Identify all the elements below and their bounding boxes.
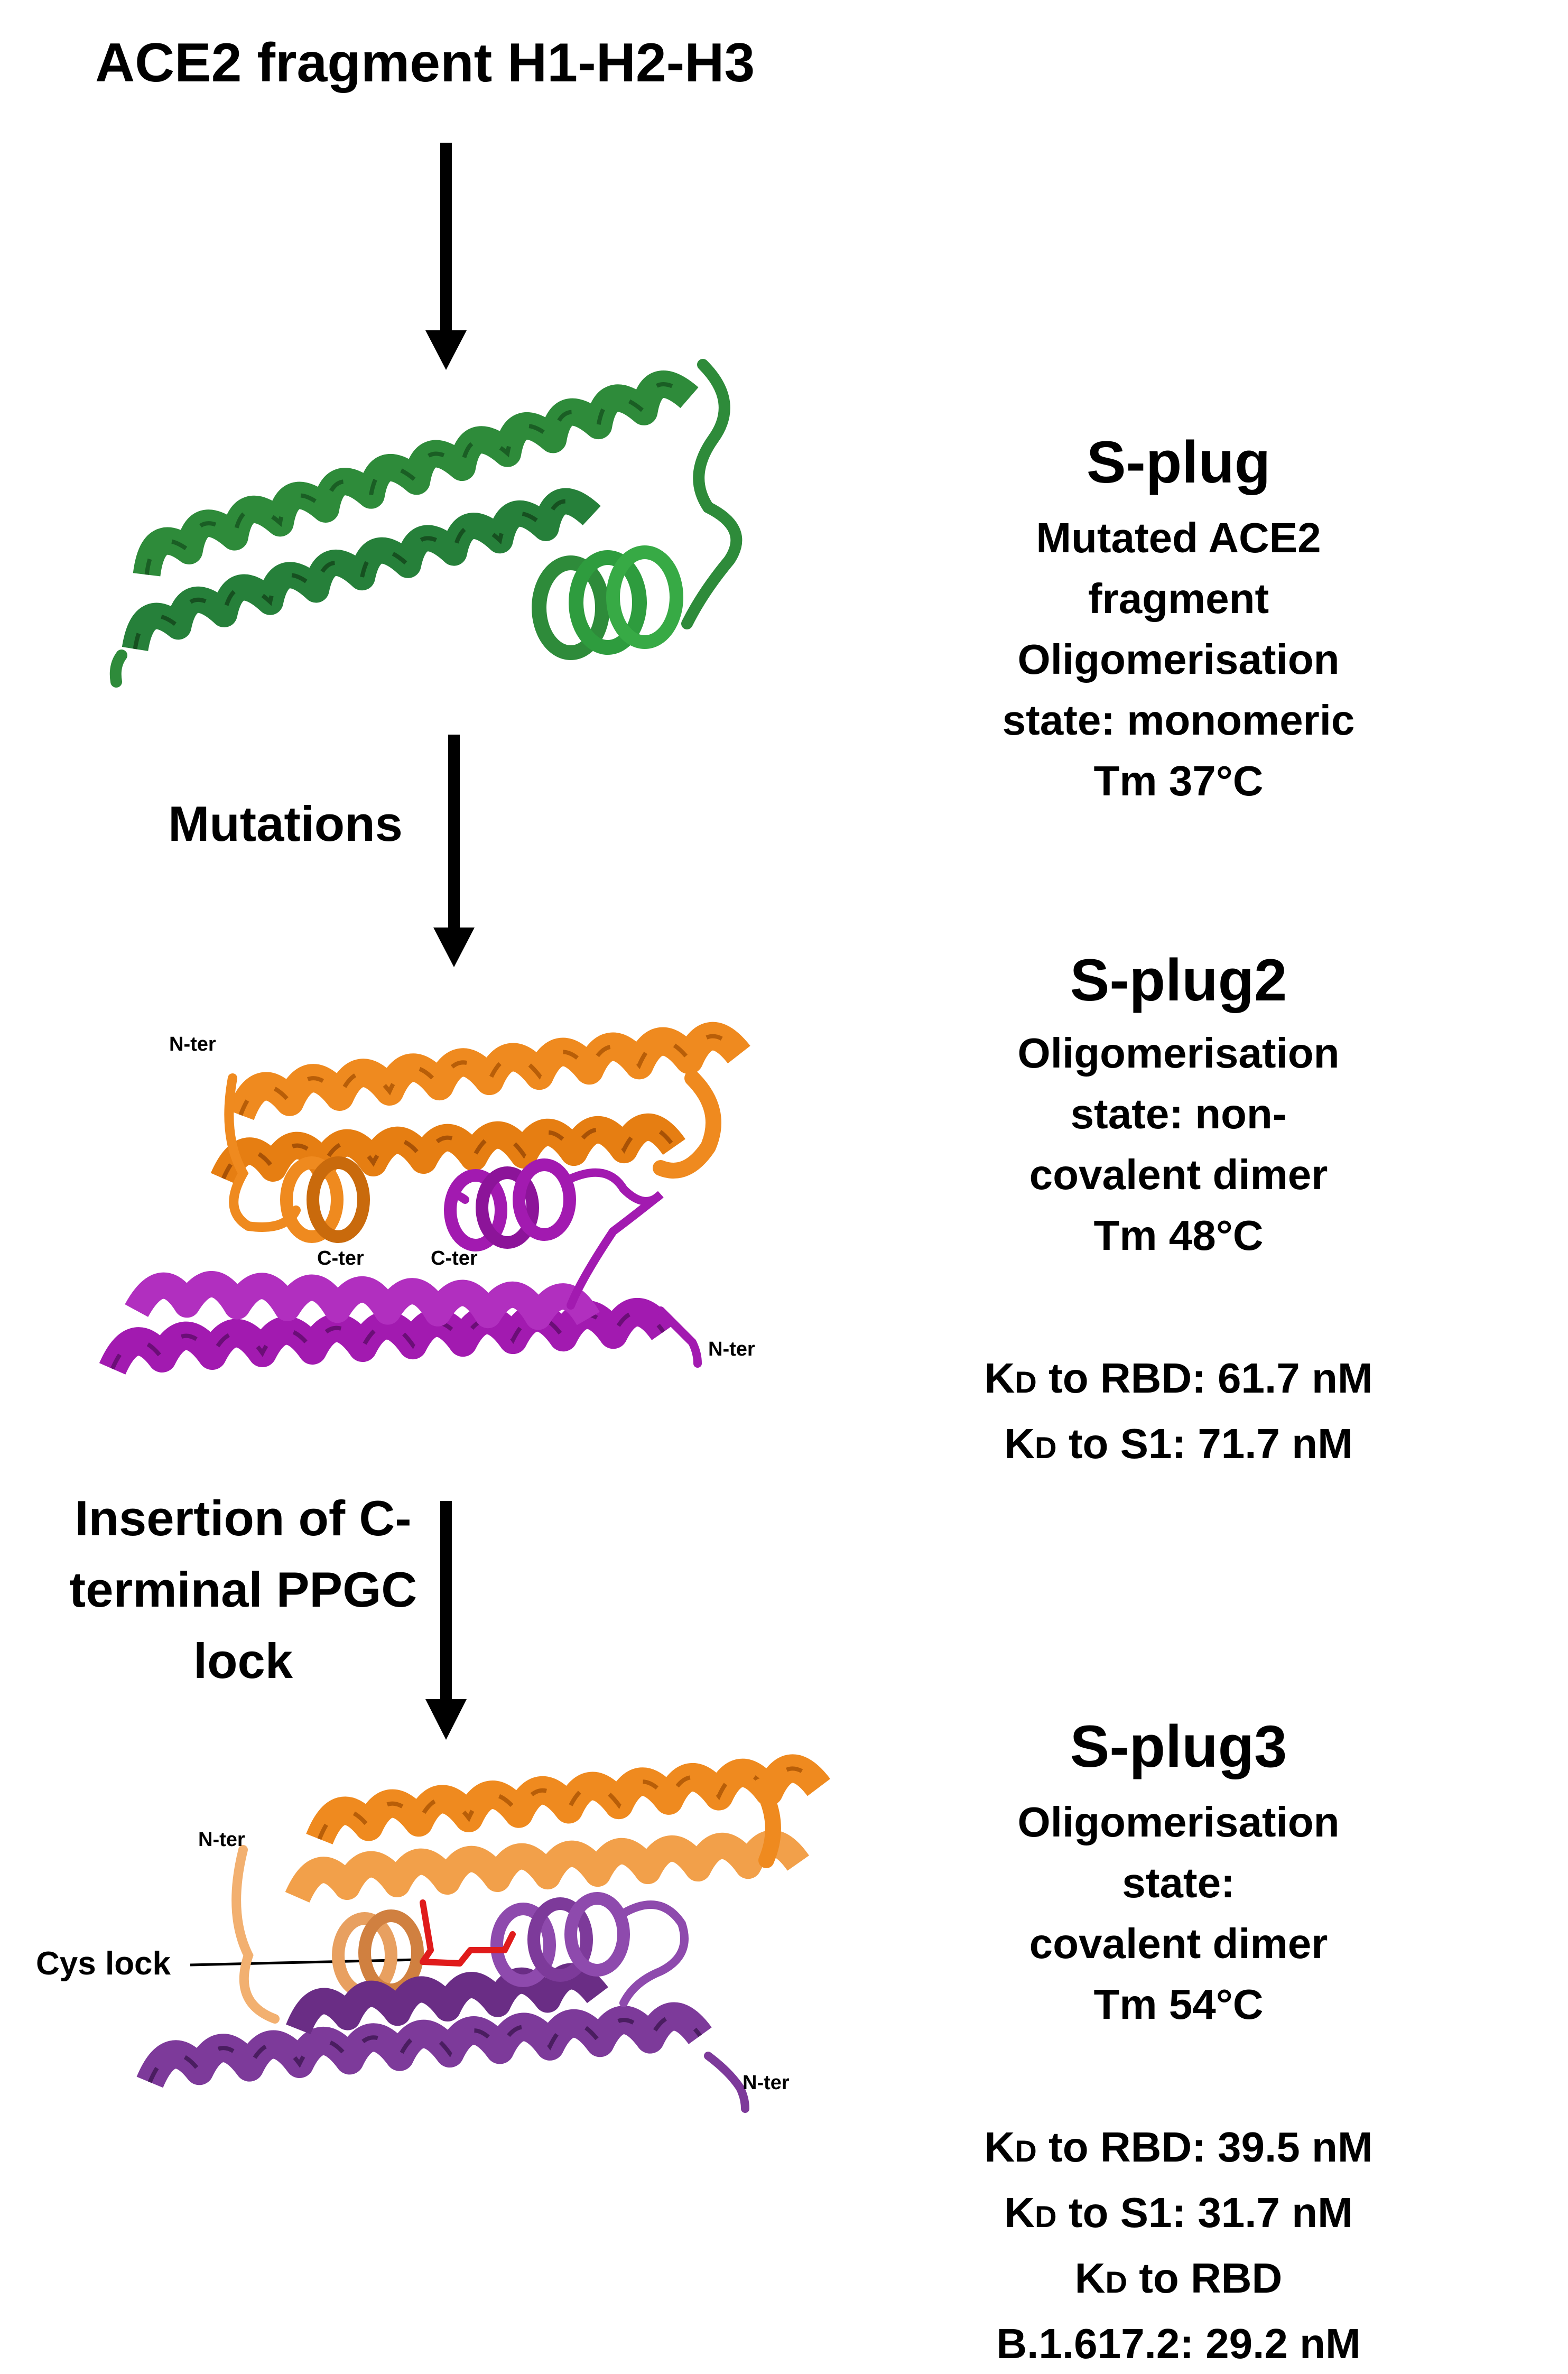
arrow-2 (433, 735, 475, 967)
step-insertion-line-3: lock (193, 1633, 293, 1689)
step-insertion-label: Insertion of C- terminal PPGC lock (69, 1482, 417, 1696)
splug-line-3: Tm 37°C (1093, 757, 1264, 804)
arrow-1 (425, 143, 467, 370)
splug3-kd-rbd-variant: KD to RBD B.1.617.2: 29.2 nM (996, 2255, 1361, 2367)
step-mutations-label: Mutations (168, 796, 403, 851)
splug2-kd-s1: KD to S1: 71.7 nM (1004, 1420, 1353, 1467)
splug2-purple-loop (567, 1168, 664, 1310)
flow-arrows (190, 143, 475, 1967)
splug3-name: S-plug3 (1070, 1713, 1287, 1779)
splug3-kd-s1: KD to S1: 31.7 nM (1004, 2189, 1353, 2236)
splug2-line-2: covalent dimer (1029, 1151, 1328, 1198)
splug3-line-3: Tm 54°C (1093, 1981, 1264, 2028)
splug-loop (681, 359, 743, 629)
splug2-purple-helix-b (125, 1271, 600, 1330)
cys-lock-label: Cys lock (36, 1945, 171, 1982)
splug3-orange-helix-a (306, 1754, 830, 1845)
splug-helix-upper (133, 370, 699, 577)
diagram-title: ACE2 fragment H1-H2-H3 (95, 32, 755, 94)
splug2-purple-nter-tail (656, 1306, 702, 1368)
splug3-violet-nter-tail (704, 2052, 749, 2113)
splug2-details: Oligomerisation state: non- covalent dim… (984, 1023, 1374, 1479)
splug2-name: S-plug2 (1070, 947, 1287, 1013)
step-insertion-line-1: Insertion of C- (75, 1490, 412, 1546)
splug2-orange-end (653, 1070, 721, 1179)
splug-line-2: Oligomerisation state: monomeric (1002, 636, 1355, 744)
splug2-orange-loop (224, 1073, 301, 1232)
splug3-nter-violet-label: N-ter (743, 2072, 790, 2094)
splug2-nter-orange-label: N-ter (169, 1033, 216, 1055)
splug-helix-short (532, 545, 683, 660)
splug3-details: Oligomerisation state: covalent dimer Tm… (984, 1792, 1374, 2374)
splug2-orange-helix-b (210, 1113, 685, 1184)
splug3-kd-rbd: KD to RBD: 39.5 nM (984, 2123, 1373, 2171)
splug3-orange-end (753, 1778, 781, 1868)
splug3-cys-lock (420, 1899, 516, 1967)
splug3-violet-helix-a (136, 2002, 712, 2088)
splug3-line-1: Oligomerisation state: (1017, 1798, 1340, 1906)
splug2-cter-purple-label: C-ter (431, 1247, 478, 1269)
splug2-nter-purple-label: N-ter (708, 1338, 755, 1360)
splug3-violet-short-helix (490, 1892, 630, 1987)
splug-tail (109, 650, 127, 688)
splug2-line-3: Tm 48°C (1093, 1212, 1264, 1259)
splug2-orange-helix-a (227, 1022, 750, 1120)
splug2-line-1: Oligomerisation state: non- (1017, 1030, 1340, 1137)
splug-line-1: Mutated ACE2 fragment (1036, 514, 1321, 622)
splug3-line-2: covalent dimer (1029, 1920, 1328, 1967)
structure-splug3 (136, 1754, 830, 2113)
splug2-orange-short-helix (280, 1156, 370, 1243)
splug-helix-lower (122, 488, 601, 652)
splug2-purple-cter-tail (447, 1191, 469, 1230)
splug-name: S-plug (1086, 429, 1271, 495)
splug2-kd-rbd: KD to RBD: 61.7 nM (984, 1355, 1373, 1402)
splug3-orange-loop (231, 1845, 280, 2024)
structure-splug (109, 359, 743, 688)
arrow-3 (425, 1501, 467, 1740)
splug3-violet-helix-b (286, 1963, 608, 2035)
splug2-cter-orange-label: C-ter (317, 1247, 364, 1269)
structure-splug2 (99, 1022, 750, 1375)
cys-lock-pointer (190, 1958, 418, 1967)
splug2-purple-helix-a (99, 1297, 675, 1375)
splug3-orange-helix-b (285, 1830, 810, 1903)
step-insertion-line-2: terminal PPGC (69, 1562, 417, 1617)
splug3-orange-short-helix (332, 1909, 424, 1999)
splug3-nter-orange-label: N-ter (198, 1829, 245, 1851)
splug3-violet-loop (619, 1900, 689, 2007)
splug-details: Mutated ACE2 fragment Oligomerisation st… (984, 507, 1374, 811)
